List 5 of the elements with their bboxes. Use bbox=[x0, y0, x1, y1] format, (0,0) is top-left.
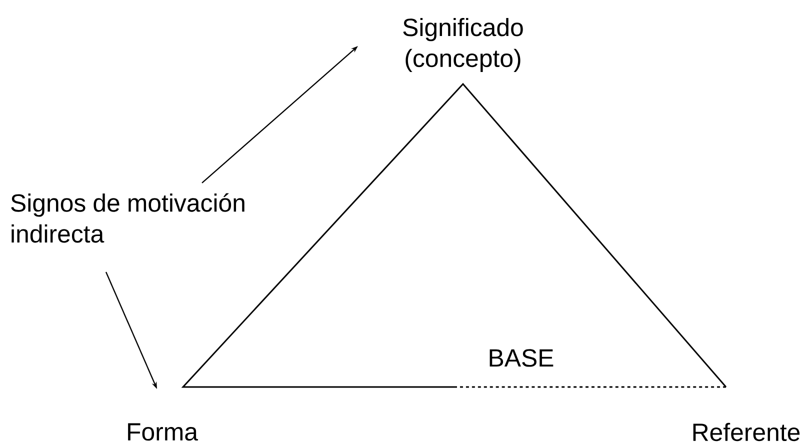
base-label: BASE bbox=[490, 349, 554, 367]
vertex-label: Forma bbox=[128, 423, 198, 441]
vertex-label: Signos de motivación indirecta bbox=[11, 193, 244, 243]
vertex-label: Significado (concepto) bbox=[403, 18, 523, 72]
vertex-label: Referente bbox=[693, 422, 800, 442]
